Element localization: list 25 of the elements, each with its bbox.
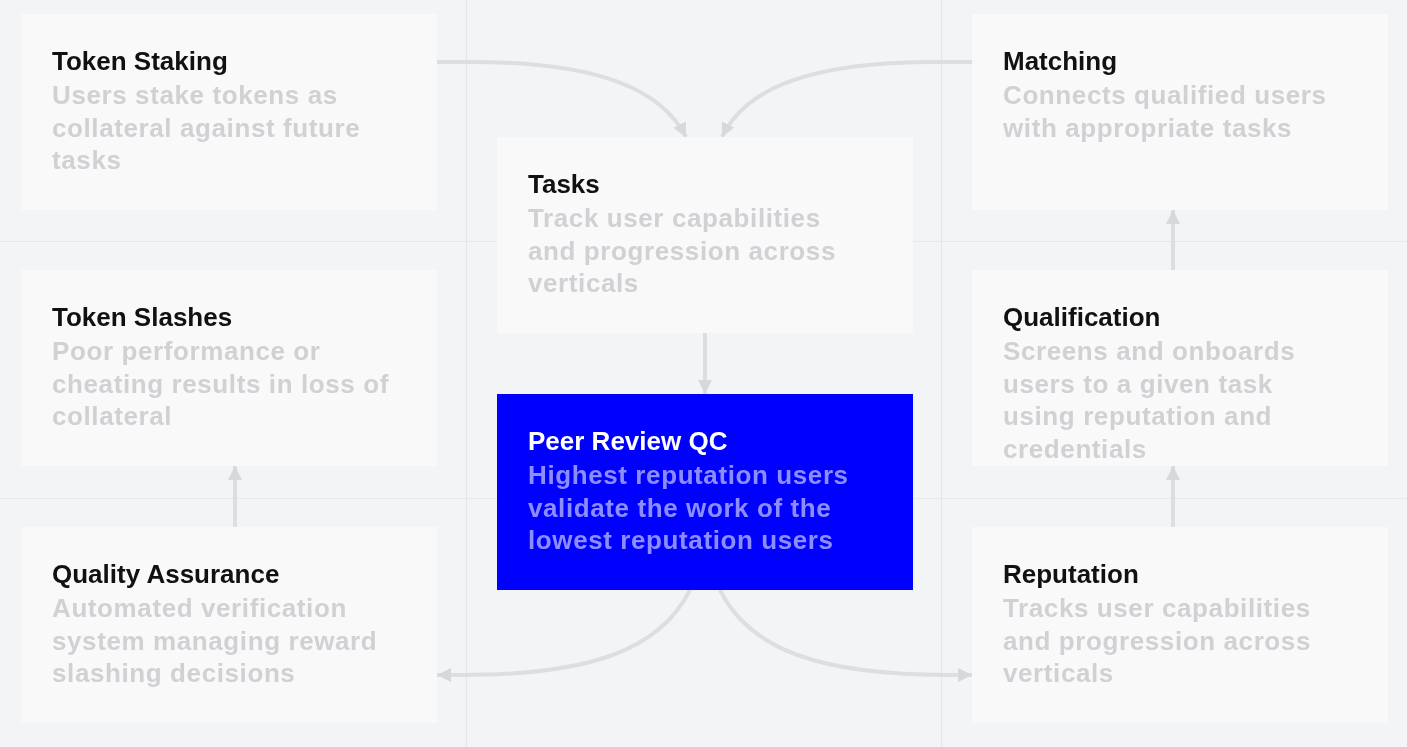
step-card: [21, 14, 437, 210]
highlighted-card: [497, 394, 913, 590]
card-title: Qualification: [1003, 302, 1161, 332]
card-title: Reputation: [1003, 559, 1139, 589]
arrow: [437, 60, 688, 139]
step-card: [972, 527, 1388, 723]
step-card: [972, 270, 1388, 466]
card-title: Tasks: [528, 169, 600, 199]
arrow: [437, 589, 692, 682]
arrow: [718, 589, 972, 682]
arrow: [1166, 466, 1180, 527]
card-title: Quality Assurance: [52, 559, 280, 589]
arrow: [1166, 210, 1180, 270]
arrow: [228, 466, 242, 527]
step-card: [972, 14, 1388, 210]
arrow: [698, 333, 712, 394]
card-title: Matching: [1003, 46, 1118, 76]
step-card: [21, 527, 437, 723]
card-title: Token Slashes: [52, 302, 233, 332]
card-title: Token Staking: [52, 46, 228, 76]
arrow: [720, 60, 972, 138]
step-card: [497, 137, 913, 333]
step-card: [21, 270, 437, 466]
card-description: Highest reputation users validate the work of the lowest reputation users: [528, 459, 850, 557]
card-title: Peer Review QC: [528, 426, 728, 456]
